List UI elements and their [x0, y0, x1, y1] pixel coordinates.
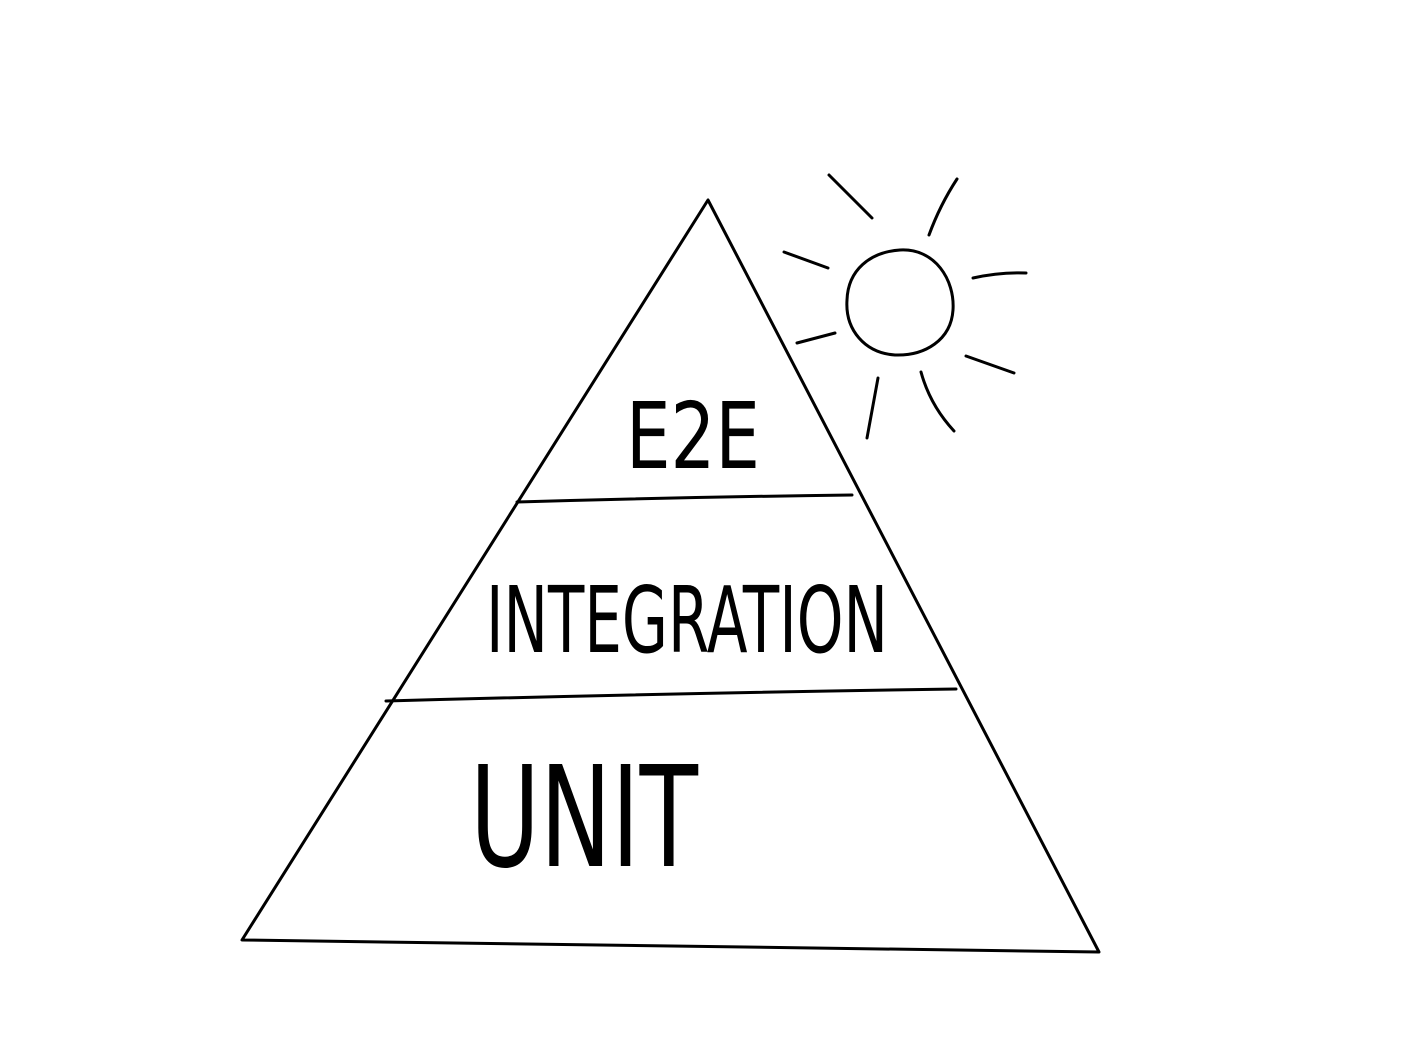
- sun-ray: [919, 370, 956, 433]
- sun-ray: [782, 250, 830, 270]
- sun-rays: [782, 173, 1028, 440]
- layer-label-integration: INTEGRATION: [486, 567, 888, 674]
- pyramid: [240, 198, 1101, 954]
- sun-ray: [927, 177, 959, 237]
- divider-top: [515, 493, 854, 504]
- sun-ray: [964, 354, 1016, 375]
- sun-ray: [795, 331, 837, 345]
- layer-label-e2e: E2E: [626, 383, 760, 490]
- sun-circle: [845, 248, 955, 357]
- sun-ray: [865, 376, 880, 440]
- sun-icon: [782, 173, 1028, 440]
- sun-ray: [827, 173, 874, 220]
- sun-ray: [971, 271, 1028, 280]
- divider-bottom: [384, 687, 958, 703]
- pyramid-outline: [240, 198, 1101, 954]
- layer-label-unit: UNIT: [470, 737, 698, 900]
